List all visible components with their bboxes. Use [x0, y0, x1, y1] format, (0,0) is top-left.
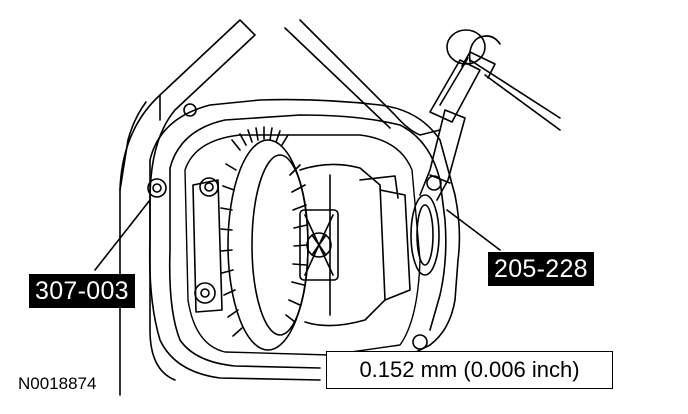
leader-line-205-228 — [446, 209, 501, 251]
specification-label: 0.152 mm (0.006 inch) — [326, 351, 613, 389]
tool-callout-307-003: 307-003 — [29, 274, 135, 308]
ring-gear — [220, 126, 309, 351]
bearing-cup-installer — [410, 109, 466, 276]
carrier-housing — [119, 19, 461, 396]
hammer-icon — [429, 29, 561, 131]
leader-line-307-003 — [94, 199, 151, 271]
tool-callout-205-228: 205-228 — [488, 252, 594, 286]
differential-case — [299, 163, 411, 327]
figure-id: N0018874 — [18, 374, 97, 393]
left-bearing-cap — [192, 177, 223, 313]
